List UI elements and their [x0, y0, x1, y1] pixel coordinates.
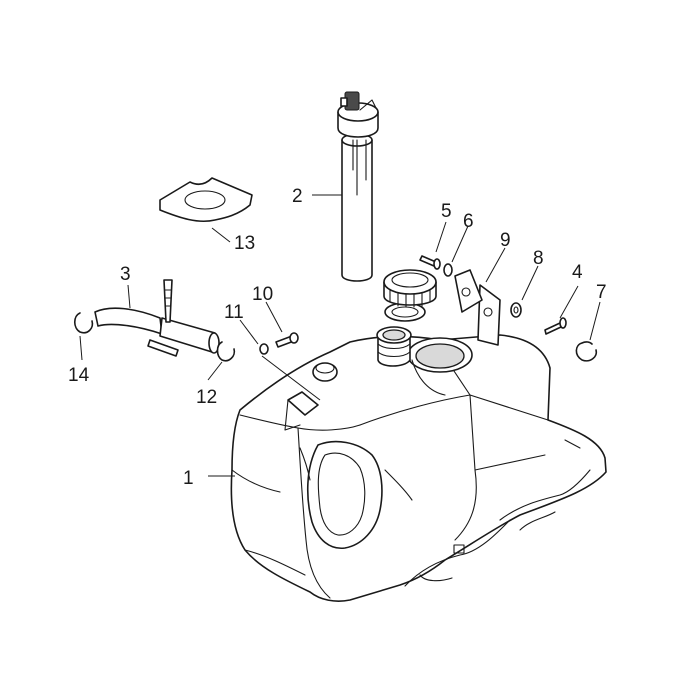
leader-9 [485, 247, 506, 283]
leader-10 [265, 301, 283, 333]
leader-13 [211, 227, 231, 243]
callout-numbers: 1 2 3 4 5 6 7 8 9 10 11 12 13 14 [68, 186, 607, 489]
callout-5: 5 [441, 201, 452, 222]
leader-12 [207, 361, 223, 381]
gasket-plate-13 [159, 177, 253, 223]
leader-lines [79, 194, 601, 477]
washer-11 [259, 343, 269, 355]
washer-8 [510, 302, 522, 318]
leader-5 [435, 221, 447, 253]
callout-14: 14 [68, 365, 90, 386]
bolt-10 [275, 332, 299, 348]
washer-6 [443, 263, 453, 277]
clip-12 [216, 341, 236, 362]
callout-9: 9 [500, 230, 511, 251]
leader-14 [79, 335, 83, 361]
callout-13: 13 [234, 233, 255, 254]
callout-11: 11 [224, 302, 244, 323]
screw-4 [544, 317, 567, 335]
clip-7 [575, 341, 598, 362]
bolt-5 [419, 255, 441, 270]
fuel-tank [230, 284, 607, 602]
callout-6: 6 [463, 211, 474, 232]
leader-4 [559, 285, 579, 319]
leader-11-extension [261, 355, 321, 401]
callout-2: 2 [292, 186, 303, 207]
callout-12: 12 [196, 387, 217, 408]
callout-8: 8 [533, 248, 544, 269]
callout-10: 10 [252, 284, 273, 305]
leader-3 [127, 284, 131, 309]
callout-3: 3 [120, 264, 131, 285]
callout-7: 7 [596, 282, 607, 303]
leader-7 [589, 301, 601, 341]
leader-11 [239, 319, 259, 345]
callout-1: 1 [183, 468, 194, 489]
callout-4: 4 [572, 262, 583, 283]
fuel-hose [94, 279, 220, 357]
fuel-cap [383, 269, 483, 322]
leader-6 [451, 225, 469, 263]
clip-14 [73, 312, 94, 334]
fuel-level-sender [337, 91, 379, 282]
leader-8 [521, 265, 539, 301]
